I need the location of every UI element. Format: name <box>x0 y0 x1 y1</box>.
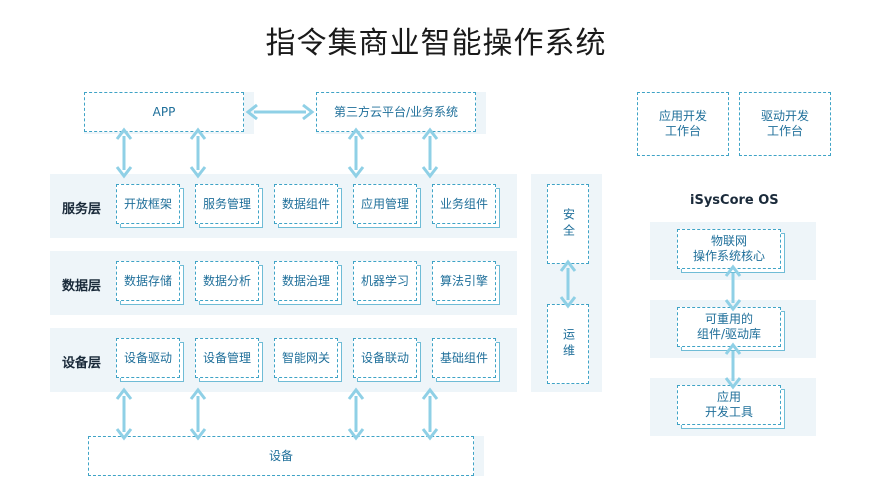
component-box: 智能网关 <box>274 338 338 378</box>
component-box: 服务管理 <box>195 184 259 224</box>
layer-label: 设备层 <box>62 356 102 371</box>
third-party-box: 第三方云平台/业务系统 <box>316 92 476 132</box>
os-block-core: 物联网 操作系统核心 <box>677 229 781 269</box>
component-box: 数据组件 <box>274 184 338 224</box>
top-to-service-arrow <box>115 127 133 179</box>
device-to-bar-arrow <box>115 387 133 441</box>
component-box: 设备驱动 <box>116 338 180 378</box>
os-block-library: 可重用的 组件/驱动库 <box>677 307 781 347</box>
device-to-bar-arrow <box>347 387 365 441</box>
driver-dev-workbench: 驱动开发 工作台 <box>739 92 831 156</box>
top-to-service-arrow <box>189 127 207 179</box>
device-to-bar-arrow <box>421 387 439 441</box>
security-ops-arrow <box>559 259 577 309</box>
component-box: 设备管理 <box>195 338 259 378</box>
component-box: 基础组件 <box>432 338 496 378</box>
os-arrow <box>724 342 742 390</box>
os-title: iSysCore OS <box>690 193 779 208</box>
os-arrow <box>724 264 742 312</box>
component-box: 数据治理 <box>274 261 338 301</box>
layer-label: 服务层 <box>62 202 102 217</box>
top-to-service-arrow <box>347 127 365 179</box>
app-dev-workbench: 应用开发 工作台 <box>637 92 729 156</box>
component-box: 数据分析 <box>195 261 259 301</box>
app-box: APP <box>84 92 244 132</box>
component-box: 应用管理 <box>353 184 417 224</box>
component-box: 设备联动 <box>353 338 417 378</box>
device-bar: 设备 <box>88 436 474 476</box>
component-box: 数据存储 <box>116 261 180 301</box>
device-to-bar-arrow <box>189 387 207 441</box>
app-thirdparty-arrow <box>245 103 315 121</box>
component-box: 开放框架 <box>116 184 180 224</box>
top-to-service-arrow <box>421 127 439 179</box>
layer-label: 数据层 <box>62 279 102 294</box>
component-box: 业务组件 <box>432 184 496 224</box>
component-box: 算法引擎 <box>432 261 496 301</box>
component-box: 机器学习 <box>353 261 417 301</box>
page-title: 指令集商业智能操作系统 <box>265 26 607 61</box>
os-block-devtools: 应用 开发工具 <box>677 385 781 425</box>
